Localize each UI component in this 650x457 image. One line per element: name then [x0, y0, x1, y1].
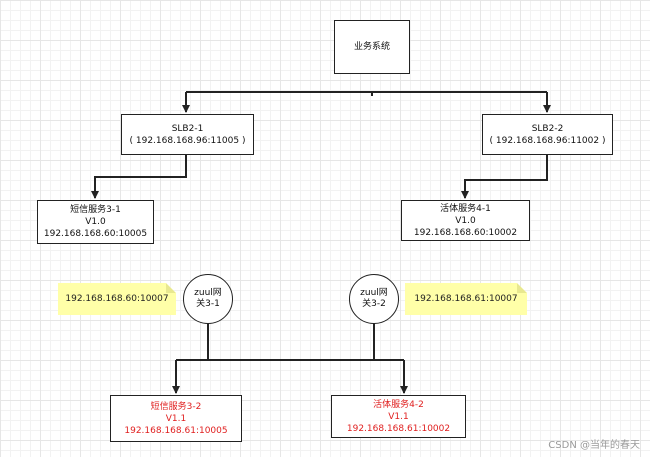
sms-service-3-2-node: 短信服务3-2 V1.1 192.168.168.61:10005	[110, 395, 242, 442]
sms-service-3-1-node: 短信服务3-1 V1.0 192.168.168.60:10005	[37, 200, 154, 244]
liveness-service-4-2-address: 192.168.168.61:10002	[346, 423, 451, 434]
liveness-service-4-1-address: 192.168.168.60:10002	[413, 227, 518, 238]
liveness-service-4-1-version: V1.0	[455, 215, 476, 226]
sms-service-3-1-address: 192.168.168.60:10005	[43, 229, 148, 239]
connector-gateway-bus	[176, 323, 404, 361]
liveness-service-4-2-node: 活体服务4-2 V1.1 192.168.168.61:10002	[331, 395, 466, 438]
slb-2-2-name: SLB2-2	[531, 123, 564, 134]
sms-service-3-2-address: 192.168.168.61:10005	[124, 425, 228, 436]
connector-business-to-slb	[186, 91, 547, 96]
slb-2-1-address: ( 192.168.168.96:11005 )	[129, 135, 246, 146]
note-fold	[517, 283, 527, 293]
arrow-slb-left-to-sms-v10	[91, 155, 187, 199]
slb-2-1-name: SLB2-1	[171, 123, 204, 134]
business-system-label: 业务系统	[353, 42, 390, 52]
slb-2-2-node: SLB2-2 ( 192.168.168.96:11002 )	[482, 114, 613, 155]
watermark: CSDN @当年的春天	[548, 440, 640, 451]
liveness-service-4-2-name: 活体服务4-2	[373, 399, 424, 410]
note-fold	[166, 283, 176, 293]
sms-service-3-1-version: V1.0	[85, 217, 106, 227]
note-gateway-3-2-text: 192.168.168.61:10007	[414, 294, 518, 304]
slb-2-1-node: SLB2-1 ( 192.168.168.96:11005 )	[121, 114, 254, 155]
zuul-gateway-3-2-line1: zuul网	[360, 288, 388, 298]
arrow-slb-right-to-act-v10	[461, 155, 548, 199]
liveness-service-4-1-node: 活体服务4-1 V1.0 192.168.168.60:10002	[401, 200, 530, 241]
zuul-gateway-3-1-line2: 关3-1	[196, 299, 220, 309]
zuul-gateway-3-2-node: zuul网 关3-2	[349, 274, 399, 324]
zuul-gateway-3-1-node: zuul网 关3-1	[183, 274, 233, 324]
sms-service-3-2-version: V1.1	[165, 413, 187, 424]
zuul-gateway-3-2-line2: 关3-2	[362, 299, 386, 309]
business-system-node: 业务系统	[334, 20, 410, 74]
note-gateway-3-1-text: 192.168.168.60:10007	[65, 294, 169, 304]
slb-2-2-address: ( 192.168.168.96:11002 )	[489, 135, 606, 146]
liveness-service-4-1-name: 活体服务4-1	[440, 203, 491, 214]
zuul-gateway-3-1-line1: zuul网	[194, 288, 222, 298]
sms-service-3-2-name: 短信服务3-2	[150, 401, 202, 412]
note-gateway-3-2-address: 192.168.168.61:10007	[405, 283, 527, 315]
liveness-service-4-2-version: V1.1	[388, 411, 409, 422]
sms-service-3-1-name: 短信服务3-1	[70, 205, 121, 215]
note-gateway-3-1-address: 192.168.168.60:10007	[58, 283, 176, 315]
